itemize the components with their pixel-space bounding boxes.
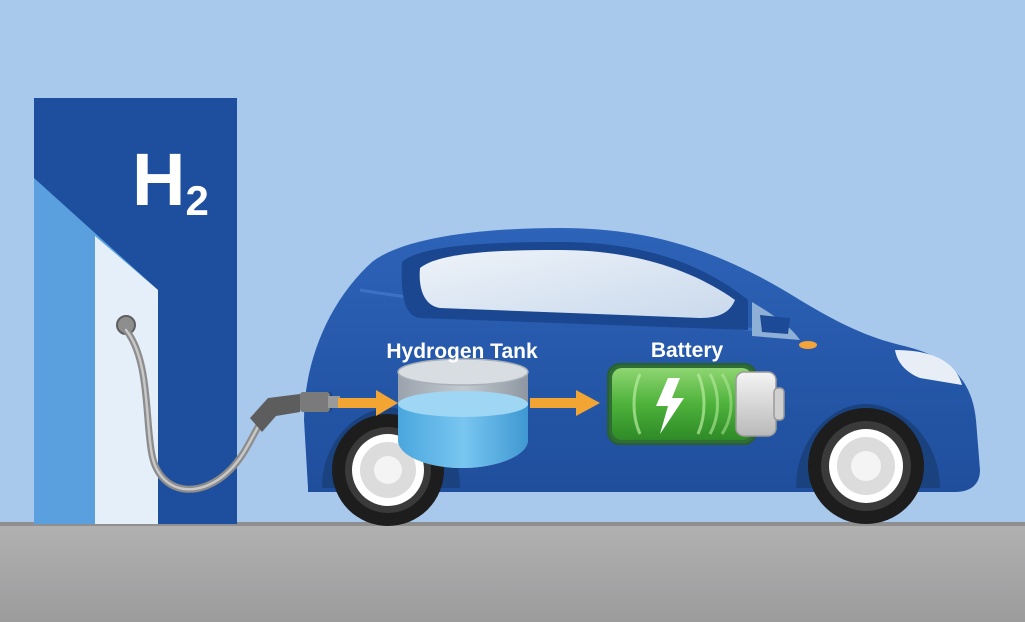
battery bbox=[607, 363, 785, 445]
car-headlight bbox=[895, 350, 962, 385]
station-white-panel bbox=[95, 236, 158, 524]
front-wheel bbox=[808, 408, 924, 524]
arrow-right-icon bbox=[338, 390, 398, 416]
ground-edge bbox=[0, 522, 1025, 526]
battery-label: Battery bbox=[651, 339, 724, 362]
ground bbox=[0, 524, 1025, 622]
hydrogen-tank bbox=[397, 358, 529, 468]
station-symbol: H2 bbox=[132, 138, 209, 224]
fuel-nozzle bbox=[250, 392, 340, 432]
arrow-right-icon bbox=[530, 390, 600, 416]
hydrogen-tank-label: Hydrogen Tank bbox=[386, 340, 538, 363]
lightning-bolt-icon bbox=[656, 378, 684, 434]
hydrogen-station: H2 bbox=[34, 98, 237, 524]
